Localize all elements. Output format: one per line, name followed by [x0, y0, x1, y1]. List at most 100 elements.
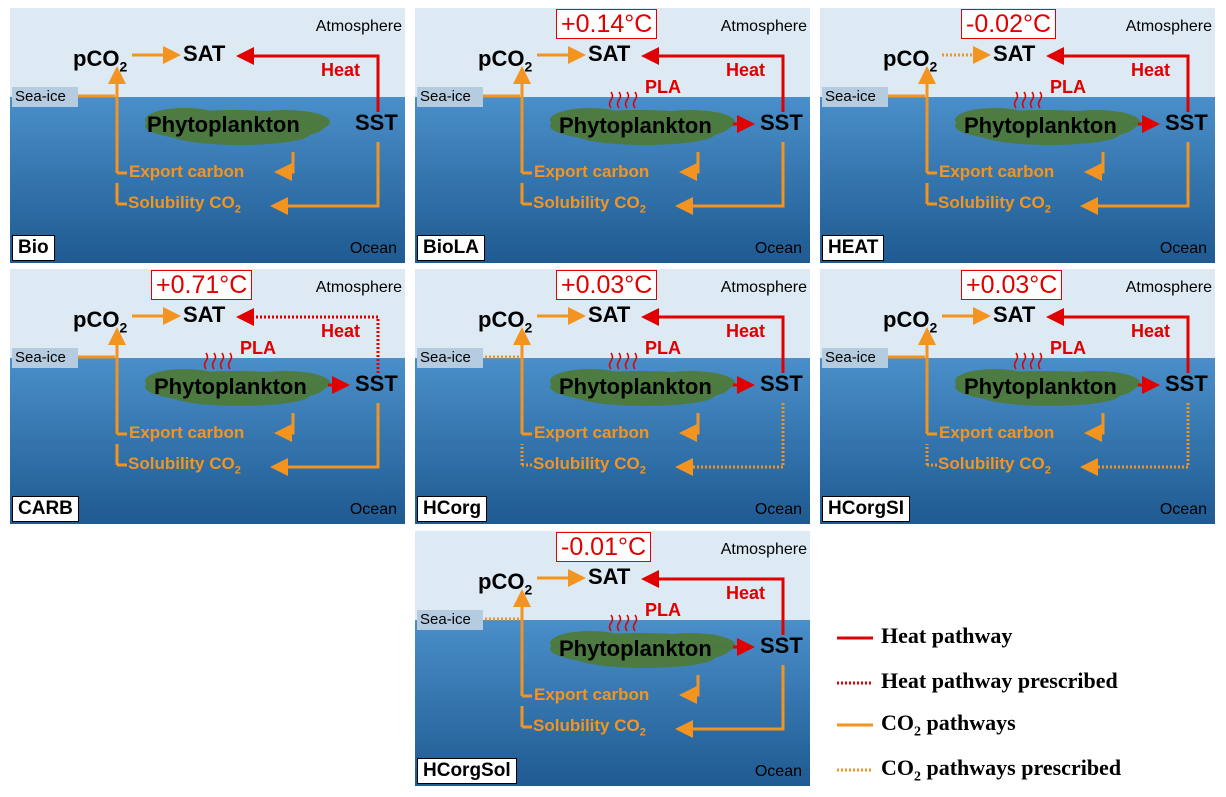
- heat-label: Heat: [1131, 60, 1171, 80]
- pla-heat-wave: [632, 352, 638, 370]
- sat-label: SAT: [588, 564, 631, 589]
- pco2-label: pCO2: [883, 46, 938, 75]
- phytoplankton-blob: [955, 369, 1140, 406]
- pla-heat-wave: [1029, 91, 1035, 109]
- solubility-co2-label: Solubility CO2: [533, 454, 646, 477]
- export-carbon-label: Export carbon: [534, 685, 650, 704]
- pco2-label: pCO2: [478, 307, 533, 336]
- export-carbon-label: Export carbon: [129, 162, 245, 181]
- pla-heat-wave: [1029, 352, 1035, 370]
- pco2-label: pCO2: [478, 46, 533, 75]
- pla-heat-wave: [616, 352, 622, 370]
- heat-arrow: [1046, 308, 1190, 373]
- export-arrow: [679, 675, 700, 704]
- solubility-arrow: [675, 403, 785, 476]
- atmosphere-label: Atmosphere: [315, 279, 402, 296]
- heat-arrow: [236, 308, 380, 373]
- phytoplankton-blob: [550, 631, 735, 668]
- sat-label: SAT: [993, 41, 1036, 66]
- solubility-arrow: [675, 142, 785, 215]
- sea-ice-label: Sea-ice: [12, 87, 78, 107]
- ocean-label: Ocean: [1159, 240, 1207, 257]
- solubility-co2-label: Solubility CO2: [128, 454, 241, 477]
- heat-arrow: [641, 47, 785, 112]
- solubility-arrow: [270, 403, 380, 476]
- atmosphere-label: Atmosphere: [720, 541, 807, 558]
- heat-label: Heat: [726, 583, 766, 603]
- temperature-change-badge: +0.14°C: [556, 9, 658, 39]
- atmosphere-label: Atmosphere: [315, 18, 402, 35]
- panel-drawing: [415, 531, 810, 786]
- experiment-label: Bio: [12, 235, 55, 261]
- export-arrow: [274, 413, 295, 442]
- heat-arrow: [236, 47, 380, 112]
- panel-drawing: [415, 8, 810, 263]
- pco2-label: pCO2: [883, 307, 938, 336]
- pla-heat-wave: [616, 614, 622, 632]
- heat-label: Heat: [726, 321, 766, 341]
- sat-label: SAT: [588, 41, 631, 66]
- sst-label: SST: [1165, 110, 1208, 135]
- phytoplankton-label: Phytoplankton: [964, 374, 1117, 399]
- sea-ice-label: Sea-ice: [417, 87, 483, 107]
- temperature-change-badge: -0.01°C: [556, 532, 652, 562]
- phytoplankton-label: Phytoplankton: [147, 112, 300, 137]
- phytoplankton-label: Phytoplankton: [964, 113, 1117, 138]
- solubility-co2-label: Solubility CO2: [533, 716, 646, 739]
- sst-label: SST: [1165, 371, 1208, 396]
- pla-heat-wave: [608, 614, 614, 632]
- legend-co2-line: [837, 723, 873, 727]
- experiment-label: BioLA: [417, 235, 485, 261]
- heat-arrow: [641, 308, 785, 373]
- heat-label: Heat: [726, 60, 766, 80]
- phytoplankton-label: Phytoplankton: [559, 374, 712, 399]
- sea-ice-label: Sea-ice: [12, 348, 78, 368]
- export-arrow: [1084, 413, 1105, 442]
- export-arrow: [679, 152, 700, 181]
- legend-heat-dotted-line: [837, 681, 873, 685]
- pla-heat-wave: [608, 91, 614, 109]
- legend-heat-prescribed-label: Heat pathway prescribed: [881, 668, 1118, 693]
- sat-label: SAT: [993, 302, 1036, 327]
- pla-heat-wave: [211, 352, 217, 370]
- temperature-change-badge: -0.02°C: [961, 9, 1057, 39]
- panel-drawing: [820, 269, 1215, 524]
- pla-heat-wave: [227, 352, 233, 370]
- sst-label: SST: [760, 633, 803, 658]
- solubility-arrow: [675, 665, 785, 738]
- sea-ice-label: Sea-ice: [822, 87, 888, 107]
- solubility-arrow: [1080, 142, 1190, 215]
- sst-label: SST: [355, 371, 398, 396]
- sat-label: SAT: [183, 302, 226, 327]
- pla-heat-wave: [1013, 91, 1019, 109]
- pla-label: PLA: [645, 77, 681, 97]
- pla-heat-wave: [632, 614, 638, 632]
- phytoplankton-blob: [145, 108, 330, 145]
- experiment-label: CARB: [12, 496, 79, 522]
- pla-heat-wave: [1037, 352, 1043, 370]
- pla-heat-wave: [616, 91, 622, 109]
- pco2-label: pCO2: [73, 307, 128, 336]
- temperature-change-badge: +0.03°C: [961, 270, 1063, 300]
- sea-ice-label: Sea-ice: [417, 610, 483, 630]
- sea-ice-label: Sea-ice: [822, 348, 888, 368]
- atmosphere-label: Atmosphere: [1125, 279, 1212, 296]
- export-carbon-label: Export carbon: [939, 162, 1055, 181]
- ocean-label: Ocean: [349, 240, 397, 257]
- ocean-label: Ocean: [1159, 501, 1207, 518]
- atmosphere-band: [10, 8, 405, 97]
- export-carbon-label: Export carbon: [534, 162, 650, 181]
- pla-heat-wave: [1021, 91, 1027, 109]
- export-arrow: [679, 413, 700, 442]
- pla-heat-wave: [203, 352, 209, 370]
- export-arrow: [274, 152, 295, 181]
- solubility-co2-label: Solubility CO2: [938, 193, 1051, 216]
- pco2-label: pCO2: [478, 569, 533, 598]
- heat-label: Heat: [1131, 321, 1171, 341]
- pla-heat-wave: [632, 91, 638, 109]
- heat-arrow: [641, 570, 785, 635]
- solubility-arrow: [1080, 403, 1190, 476]
- sat-label: SAT: [183, 41, 226, 66]
